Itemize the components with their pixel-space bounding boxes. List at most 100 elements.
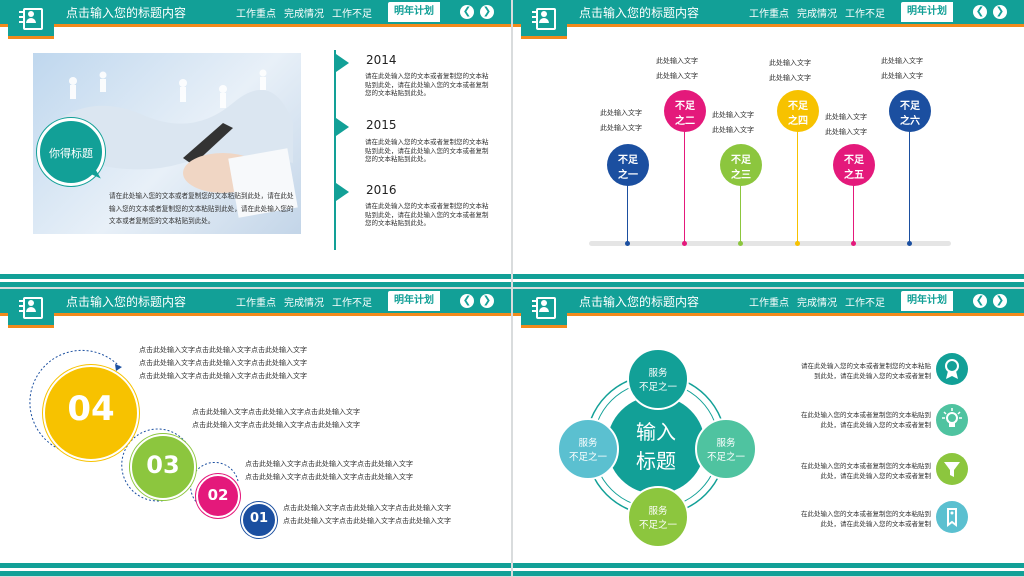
nav-work-focus[interactable]: 工作重点 <box>749 298 789 309</box>
step-circle-02[interactable]: 02 <box>196 474 240 518</box>
slide-pins[interactable]: 点击输入您的标题内容 工作重点 完成情况 工作不足 明年计划 ❮ ❯ 不足 之一… <box>513 0 1024 287</box>
node-left[interactable]: 服务 不足之一 <box>557 418 619 480</box>
logo-user-icon <box>8 0 54 39</box>
nav-completion[interactable]: 完成情况 <box>797 9 837 20</box>
list-text: 在此处输入您的文本或者复制您的文本粘贴到 此处，请在此处输入您的文本或者复制 <box>749 461 931 481</box>
node-label: 不足之一 <box>638 382 677 393</box>
timeline-marker-2016 <box>336 183 349 201</box>
nav-shortcomings[interactable]: 工作不足 <box>332 298 372 309</box>
text-line: 点击此处输入文字点击此处输入文字点击此处输入文字 <box>139 372 307 380</box>
nav-work-focus[interactable]: 工作重点 <box>236 9 276 20</box>
nav-shortcomings[interactable]: 工作不足 <box>332 9 372 20</box>
pin-stem <box>853 185 854 243</box>
pin-dot <box>682 241 687 246</box>
page-title: 点击输入您的标题内容 <box>66 295 187 309</box>
pin-caption: 此处输入文字 此处输入文字 <box>881 56 945 81</box>
timeline-year: 2016 <box>366 183 397 197</box>
logo-user-icon <box>8 289 54 328</box>
pin-dot <box>795 241 800 246</box>
list-text: 在此处输入您的文本或者复制您的文本粘贴到 此处，请在此处输入您的文本或者复制 <box>749 410 931 430</box>
step-number: 04 <box>67 389 115 429</box>
slide-center-diagram[interactable]: 点击输入您的标题内容 工作重点 完成情况 工作不足 明年计划 ❮ ❯ 输入 标题… <box>513 289 1024 576</box>
center-circle[interactable]: 输入 标题 <box>607 396 705 494</box>
text-line: 此处，请在此处输入您的文本或者复制 <box>820 421 932 429</box>
footer-bar <box>513 274 1024 279</box>
node-right[interactable]: 服务 不足之一 <box>695 418 757 480</box>
nav-completion[interactable]: 完成情况 <box>797 298 837 309</box>
nav-completion[interactable]: 完成情况 <box>284 298 324 309</box>
list-text: 在此处输入您的文本或者复制您的文本粘贴到 此处，请在此处输入您的文本或者复制 <box>749 509 931 529</box>
tag-icon <box>936 501 968 533</box>
chevron-right-icon[interactable]: ❯ <box>480 294 494 308</box>
nav-completion[interactable]: 完成情况 <box>284 9 324 20</box>
text-line: 此处，请在此处输入您的文本或者复制 <box>820 520 932 528</box>
pin-label: 之一 <box>618 170 638 181</box>
center-label: 标题 <box>636 449 676 473</box>
header-accent-line <box>0 24 511 27</box>
pin-circle[interactable]: 不足 之一 <box>607 144 649 186</box>
nav-shortcomings[interactable]: 工作不足 <box>845 298 885 309</box>
pin-circle[interactable]: 不足 之五 <box>833 144 875 186</box>
list-text: 请在此处输入您的文本或者复制您的文本粘贴 到此处，请在此处输入您的文本或者复制 <box>749 361 931 381</box>
step-text: 点击此处输入文字点击此处输入文字点击此处输入文字 点击此处输入文字点击此处输入文… <box>139 344 359 383</box>
chevron-right-icon[interactable]: ❯ <box>480 5 494 19</box>
node-top[interactable]: 服务 不足之一 <box>627 348 689 410</box>
pin-stem <box>797 130 798 243</box>
chevron-left-icon[interactable]: ❮ <box>460 5 474 19</box>
pin-circle[interactable]: 不足 之二 <box>664 90 706 132</box>
pin-label: 不足 <box>731 155 751 166</box>
step-text: 点击此处输入文字点击此处输入文字点击此处输入文字 点击此处输入文字点击此处输入文… <box>192 406 412 432</box>
caption-line: 此处输入文字 <box>825 113 867 121</box>
logo-user-icon <box>521 0 567 39</box>
chevron-left-icon[interactable]: ❮ <box>973 5 987 19</box>
pin-circle[interactable]: 不足 之六 <box>889 90 931 132</box>
text-line: 在此处输入您的文本或者复制您的文本粘贴到 <box>801 462 931 470</box>
nav-next-year-plan[interactable]: 明年计划 <box>901 2 953 22</box>
chevron-left-icon[interactable]: ❮ <box>460 294 474 308</box>
pin-circle[interactable]: 不足 之四 <box>777 90 819 132</box>
caption-line: 此处输入文字 <box>656 57 698 65</box>
pin-label: 不足 <box>844 155 864 166</box>
baseline <box>589 241 951 246</box>
step-circle-01[interactable]: 01 <box>241 502 277 538</box>
photo-caption: 请在此处输入您的文本或者复制您的文本粘贴到此处，请在此处输入您的文本或者复制您的… <box>109 192 294 225</box>
step-circle-03[interactable]: 03 <box>130 434 196 500</box>
text-line: 到此处，请在此处输入您的文本或者复制 <box>814 372 931 380</box>
pin-label: 不足 <box>900 101 920 112</box>
chevron-right-icon[interactable]: ❯ <box>993 294 1007 308</box>
footer-bar <box>0 571 511 576</box>
slide-numbered-steps[interactable]: 点击输入您的标题内容 工作重点 完成情况 工作不足 明年计划 ❮ ❯ 04 03… <box>0 289 511 576</box>
step-circle-04[interactable]: 04 <box>43 365 139 461</box>
award-ribbon-icon <box>936 353 968 385</box>
header-accent-line <box>513 24 1024 27</box>
pin-circle[interactable]: 不足 之三 <box>720 144 762 186</box>
chevron-right-icon[interactable]: ❯ <box>993 5 1007 19</box>
caption-line: 此处输入文字 <box>769 59 811 67</box>
page-title: 点击输入您的标题内容 <box>66 6 187 20</box>
footer-bar <box>513 282 1024 287</box>
nav-shortcomings[interactable]: 工作不足 <box>845 9 885 20</box>
node-label: 服务 <box>648 368 668 379</box>
caption-line: 此处输入文字 <box>769 74 811 82</box>
node-bottom[interactable]: 服务 不足之一 <box>627 486 689 548</box>
pin-dot <box>625 241 630 246</box>
business-photo: 请在此处输入您的文本或者复制您的文本粘贴到此处，请在此处输入您的文本或者复制您的… <box>33 53 301 234</box>
pin-stem <box>740 185 741 243</box>
pin-caption: 此处输入文字 此处输入文字 <box>825 112 889 137</box>
caption-line: 此处输入文字 <box>712 126 754 134</box>
chevron-left-icon[interactable]: ❮ <box>973 294 987 308</box>
timeline-year: 2015 <box>366 118 397 132</box>
nav-next-year-plan[interactable]: 明年计划 <box>388 291 440 311</box>
text-line: 点击此处输入文字点击此处输入文字点击此处输入文字 <box>192 408 360 416</box>
footer-bar <box>513 563 1024 568</box>
page-title: 点击输入您的标题内容 <box>579 295 700 309</box>
nav-next-year-plan[interactable]: 明年计划 <box>901 291 953 311</box>
pin-stem <box>684 130 685 243</box>
caption-line: 此处输入文字 <box>825 128 867 136</box>
nav-work-focus[interactable]: 工作重点 <box>749 9 789 20</box>
nav-next-year-plan[interactable]: 明年计划 <box>388 2 440 22</box>
pin-label: 之五 <box>844 170 864 181</box>
node-label: 不足之一 <box>706 452 745 463</box>
nav-work-focus[interactable]: 工作重点 <box>236 298 276 309</box>
slide-timeline[interactable]: 点击输入您的标题内容 工作重点 完成情况 工作不足 明年计划 ❮ ❯ 请在此处输… <box>0 0 511 287</box>
